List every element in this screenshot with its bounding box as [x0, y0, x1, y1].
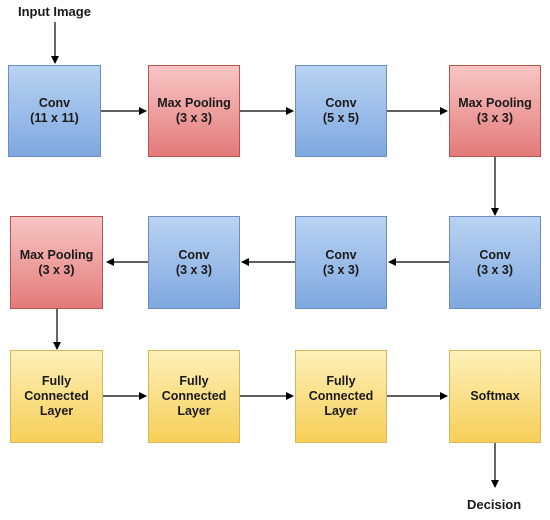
conv-11x11-block: Conv (11 x 11) [8, 65, 101, 157]
block-detail: Layer [39, 404, 74, 418]
fully-connected-block-2: Fully Connected Layer [148, 350, 240, 443]
block-title: Conv [325, 247, 357, 262]
block-detail: (3 x 3) [476, 111, 514, 125]
decision-label: Decision [467, 497, 522, 512]
block-detail: Connected [308, 389, 374, 403]
block-detail: (3 x 3) [38, 262, 75, 277]
block-title: Max Pooling [19, 247, 94, 262]
max-pooling-block-1: Max Pooling (3 x 3) [148, 65, 240, 157]
block-detail: (3 x 3) [175, 262, 213, 277]
fully-connected-block-1: Fully Connected Layer [10, 350, 103, 443]
max-pooling-block-3: Max Pooling (3 x 3) [10, 216, 103, 309]
block-title: Softmax [470, 389, 520, 403]
block-title: Max Pooling [157, 96, 231, 110]
fully-connected-block-3: Fully Connected Layer [295, 350, 387, 443]
block-title: Max Pooling [458, 96, 532, 110]
block-detail: (5 x 5) [322, 111, 360, 125]
block-title: Fully [179, 374, 209, 388]
block-detail: Layer [177, 404, 211, 418]
block-detail: Layer [324, 404, 358, 418]
block-detail: Connected [24, 389, 89, 403]
block-detail: Connected [161, 389, 227, 403]
block-title: Fully [41, 374, 72, 388]
conv-3x3-block-3: Conv (3 x 3) [148, 216, 240, 309]
block-detail: (11 x 11) [30, 111, 79, 125]
block-detail: (3 x 3) [322, 262, 360, 277]
block-title: Conv [479, 247, 511, 262]
input-image-label: Input Image [18, 4, 91, 19]
block-title: Conv [38, 96, 71, 110]
block-detail: (3 x 3) [175, 111, 213, 125]
block-title: Fully [326, 374, 356, 388]
block-detail: (3 x 3) [476, 262, 514, 277]
max-pooling-block-2: Max Pooling (3 x 3) [449, 65, 541, 157]
block-title: Conv [325, 96, 357, 110]
conv-3x3-block-2: Conv (3 x 3) [295, 216, 387, 309]
conv-5x5-block: Conv (5 x 5) [295, 65, 387, 157]
conv-3x3-block-1: Conv (3 x 3) [449, 216, 541, 309]
block-title: Conv [178, 247, 210, 262]
softmax-block: Softmax [449, 350, 541, 443]
